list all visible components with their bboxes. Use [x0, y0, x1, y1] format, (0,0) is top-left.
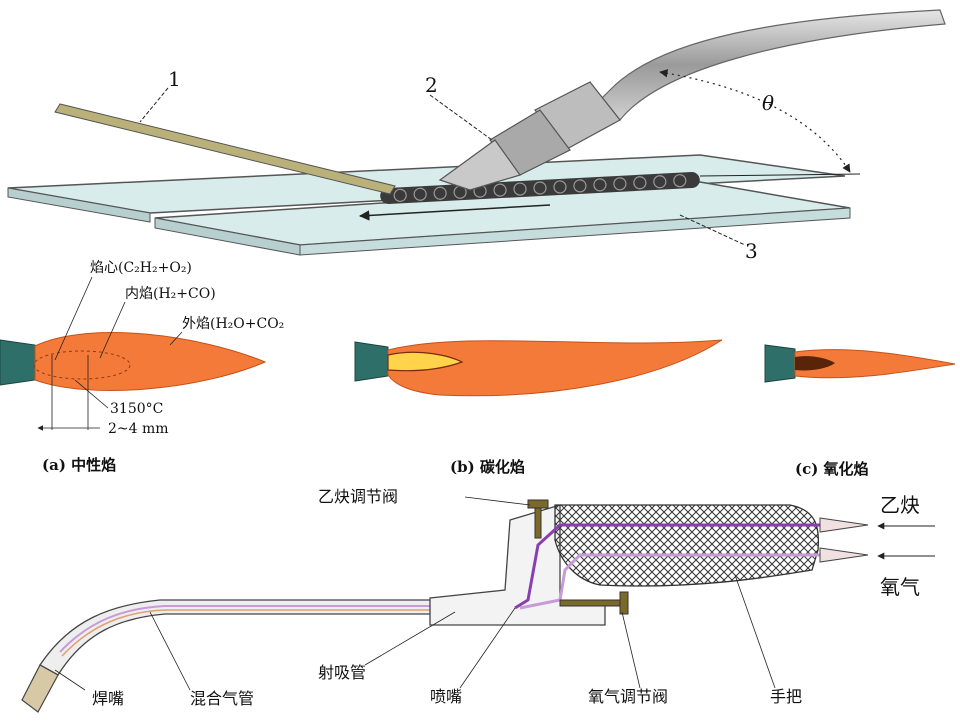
carburizing-flame-figure: (b) 碳化焰 [354, 339, 723, 476]
neutral-core-label: 焰心(C₂H₂+O₂) [90, 260, 192, 276]
neutral-distance-label: 2~4 mm [108, 421, 169, 437]
callout-line-2 [429, 94, 493, 141]
nozzle-label: 喷嘴 [430, 687, 462, 706]
torch-tip-nozzle [21, 664, 59, 713]
reference-line [699, 173, 861, 177]
acetylene-gas-line [514, 523, 860, 610]
welding-scene: θ 1 2 3 [7, 9, 946, 263]
oxygen-valve [559, 591, 629, 615]
carburizing-caption: (b) 碳化焰 [450, 458, 525, 476]
carburizing-flame-core [387, 351, 464, 372]
neutral-inner-label: 内焰(H₂+CO) [125, 286, 216, 302]
part-label-2: 2 [425, 73, 438, 97]
welding-direction-arrow [358, 204, 551, 221]
nozzle-c [764, 344, 796, 383]
neutral-outer-label: 外焰(H₂O+CO₂ [182, 316, 284, 332]
neutral-flame-inner [33, 350, 131, 380]
acetylene-valve [527, 499, 549, 539]
callout-line-1 [139, 87, 169, 123]
oxygen-valve-label: 氧气调节阀 [588, 687, 668, 706]
neutral-flame-figure: 焰心(C₂H₂+O₂) 内焰(H₂+CO) 外焰(H₂O+CO₂ 3150°C … [0, 260, 284, 474]
neutral-temp-label: 3150°C [110, 401, 163, 417]
acetylene-inlet-arrow [819, 517, 869, 533]
oxygen-gas-line [519, 553, 860, 610]
oxidizing-flame-figure: (c) 氧化焰 [764, 344, 956, 478]
tip-label: 焊嘴 [92, 689, 124, 708]
oxidizing-caption: (c) 氧化焰 [795, 460, 869, 478]
mixing-tube-label: 混合气管 [190, 689, 254, 708]
weld-bead [380, 172, 700, 204]
injector-tube-label: 射吸管 [318, 663, 366, 682]
filler-rod [54, 103, 396, 195]
acetylene-label: 乙炔 [880, 493, 920, 517]
neutral-caption: (a) 中性焰 [42, 456, 116, 474]
oxidizing-flame-shape [794, 349, 956, 379]
part-label-1: 1 [168, 67, 181, 91]
torch-tip [438, 9, 946, 191]
carburizing-flame-shape [387, 339, 723, 397]
torch-cross-section: 乙炔调节阀 乙炔 氧气 焊嘴 混合气管 射吸管 喷嘴 氧气调节阀 手把 [21, 487, 935, 713]
acetylene-valve-label: 乙炔调节阀 [318, 487, 398, 506]
part-label-3: 3 [745, 239, 758, 263]
torch-handle [554, 504, 820, 587]
oxygen-inlet-arrow [819, 547, 869, 563]
neutral-flame-shape [34, 332, 267, 391]
handle-label: 手把 [770, 687, 802, 706]
oxidizing-flame-core [795, 356, 835, 371]
nozzle-a [0, 339, 36, 386]
nozzle-b [354, 341, 389, 382]
oxygen-label: 氧气 [880, 575, 920, 599]
angle-label: θ [762, 91, 774, 115]
